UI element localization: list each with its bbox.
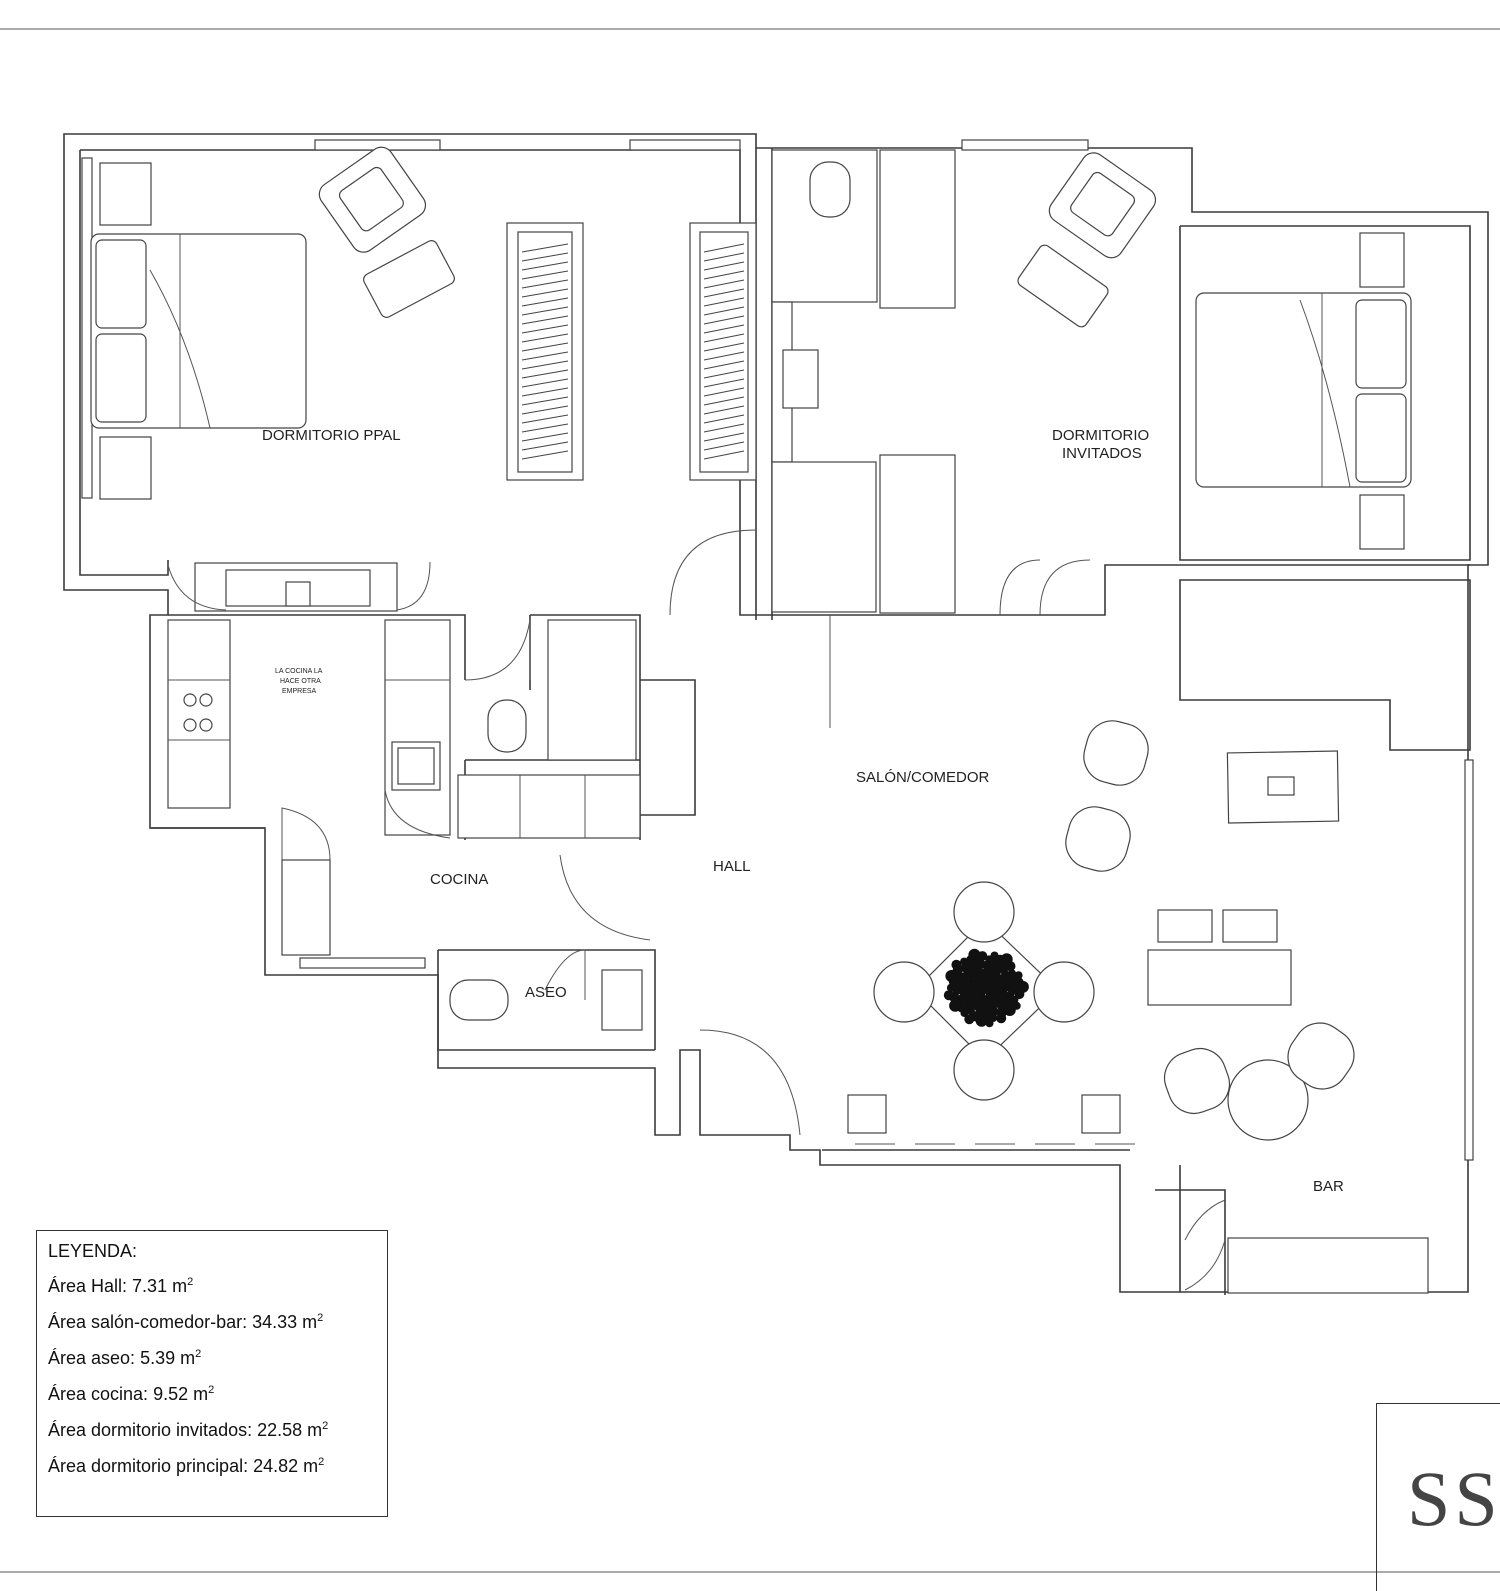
- legend-item-value: 24.82: [253, 1456, 299, 1476]
- stairs: [771, 461, 877, 613]
- closet: [879, 149, 956, 309]
- dining-chair: [953, 881, 1015, 943]
- master-bedroom-furniture: [81, 146, 757, 500]
- armchair: [1083, 720, 1149, 786]
- sofa: [1147, 949, 1292, 1006]
- logo: SS: [1407, 1455, 1500, 1542]
- label-salon-comedor: SALÓN/COMEDOR: [856, 769, 990, 786]
- stove-burner: [183, 718, 197, 732]
- legend-item-value: 22.58: [257, 1420, 303, 1440]
- shelving: [547, 619, 637, 761]
- legend-item: Área dormitorio invitados: 22.58 m2: [48, 1420, 387, 1441]
- guest-bedroom-furniture: [1017, 152, 1412, 550]
- kitchen-note-line1: LA COCINA LA: [275, 668, 323, 675]
- washbasin: [782, 349, 819, 409]
- legend-unit: m: [303, 1456, 319, 1476]
- label-dormitorio-invitados-2: INVITADOS: [1062, 445, 1142, 462]
- room-labels: DORMITORIO PPAL DORMITORIO INVITADOS SAL…: [262, 427, 1344, 1195]
- cabinet: [457, 774, 641, 839]
- legend-item-value: 9.52: [153, 1384, 189, 1404]
- legend-unit-exp: 2: [208, 1384, 215, 1396]
- label-dormitorio-ppal: DORMITORIO PPAL: [262, 427, 401, 444]
- logo-box: SS: [1376, 1403, 1500, 1591]
- kitchen-note-line2: HACE OTRA: [280, 678, 321, 685]
- toilet: [449, 979, 509, 1021]
- counter-left: [167, 619, 231, 809]
- legend-item-label: Área dormitorio principal:: [48, 1456, 254, 1476]
- legend-item-value: 5.39: [140, 1348, 176, 1368]
- ottoman: [363, 240, 455, 318]
- legend-box: LEYENDA: Área Hall: 7.31 m2 Área salón-c…: [36, 1230, 388, 1517]
- dining-chair: [953, 1039, 1015, 1101]
- hall-doors: [449, 529, 801, 1136]
- nightstand: [99, 162, 152, 226]
- cabinet: [1081, 1094, 1121, 1134]
- plant: [943, 948, 1029, 1028]
- legend-item-label: Área cocina:: [48, 1384, 154, 1404]
- closet: [879, 454, 956, 614]
- armchair: [1287, 1022, 1355, 1090]
- legend-unit-exp: 2: [318, 1456, 325, 1468]
- nightstand: [99, 436, 152, 500]
- legend-item: Área aseo: 5.39 m2: [48, 1348, 387, 1369]
- stool: [1157, 909, 1213, 943]
- legend-unit-exp: 2: [322, 1420, 329, 1432]
- round-table: [1227, 1059, 1309, 1141]
- legend-unit-exp: 2: [187, 1276, 194, 1288]
- legend-item: Área cocina: 9.52 m2: [48, 1384, 387, 1405]
- legend-item-value: 34.33: [252, 1312, 298, 1332]
- dining-chair: [873, 961, 935, 1023]
- legend-unit: m: [172, 1276, 188, 1296]
- legend-unit: m: [193, 1384, 209, 1404]
- guest-bath: [771, 149, 1091, 728]
- stove-burner: [199, 693, 213, 707]
- ottoman: [1017, 244, 1109, 328]
- legend-unit: m: [307, 1420, 323, 1440]
- label-cocina: COCINA: [430, 871, 488, 888]
- kitchen-furniture: [167, 561, 451, 956]
- legend-unit: m: [302, 1312, 318, 1332]
- label-dormitorio-invitados: DORMITORIO: [1052, 427, 1149, 444]
- label-hall: HALL: [713, 858, 751, 875]
- legend-title: LEYENDA:: [48, 1241, 138, 1261]
- legend-item: Área salón-comedor-bar: 34.33 m2: [48, 1312, 387, 1333]
- bathroom-fixtures: [457, 619, 641, 839]
- stool: [1222, 909, 1278, 943]
- windows: [299, 139, 1474, 1161]
- legend-item-label: Área salón-comedor-bar:: [48, 1312, 253, 1332]
- label-bar: BAR: [1313, 1178, 1344, 1195]
- stove-burner: [199, 718, 213, 732]
- legend-item-label: Área dormitorio invitados:: [48, 1420, 258, 1440]
- stove-burner: [183, 693, 197, 707]
- cabinet: [847, 1094, 887, 1134]
- legend-item-label: Área Hall:: [48, 1276, 133, 1296]
- legend-unit-exp: 2: [317, 1312, 324, 1324]
- nightstand: [1359, 494, 1405, 550]
- dining-chair: [1033, 961, 1095, 1023]
- bar-counter: [1227, 1237, 1429, 1294]
- counter-right: [384, 619, 451, 836]
- label-aseo: ASEO: [525, 984, 567, 1001]
- legend-item: Área Hall: 7.31 m2: [48, 1276, 387, 1297]
- washbasin: [601, 969, 643, 1031]
- legend-unit-exp: 2: [195, 1348, 202, 1360]
- legend-item: Área dormitorio principal: 24.82 m2: [48, 1456, 387, 1477]
- toilet: [809, 161, 851, 218]
- kitchen-note-line3: EMPRESA: [282, 688, 317, 695]
- toilet: [487, 699, 527, 753]
- armchair: [1163, 1047, 1231, 1115]
- legend-item-value: 7.31: [132, 1276, 168, 1296]
- legend-unit: m: [180, 1348, 196, 1368]
- legend-item-label: Área aseo:: [48, 1348, 141, 1368]
- nightstand: [1359, 232, 1405, 288]
- armchair: [1065, 806, 1131, 872]
- living-room-furniture: [847, 720, 1429, 1294]
